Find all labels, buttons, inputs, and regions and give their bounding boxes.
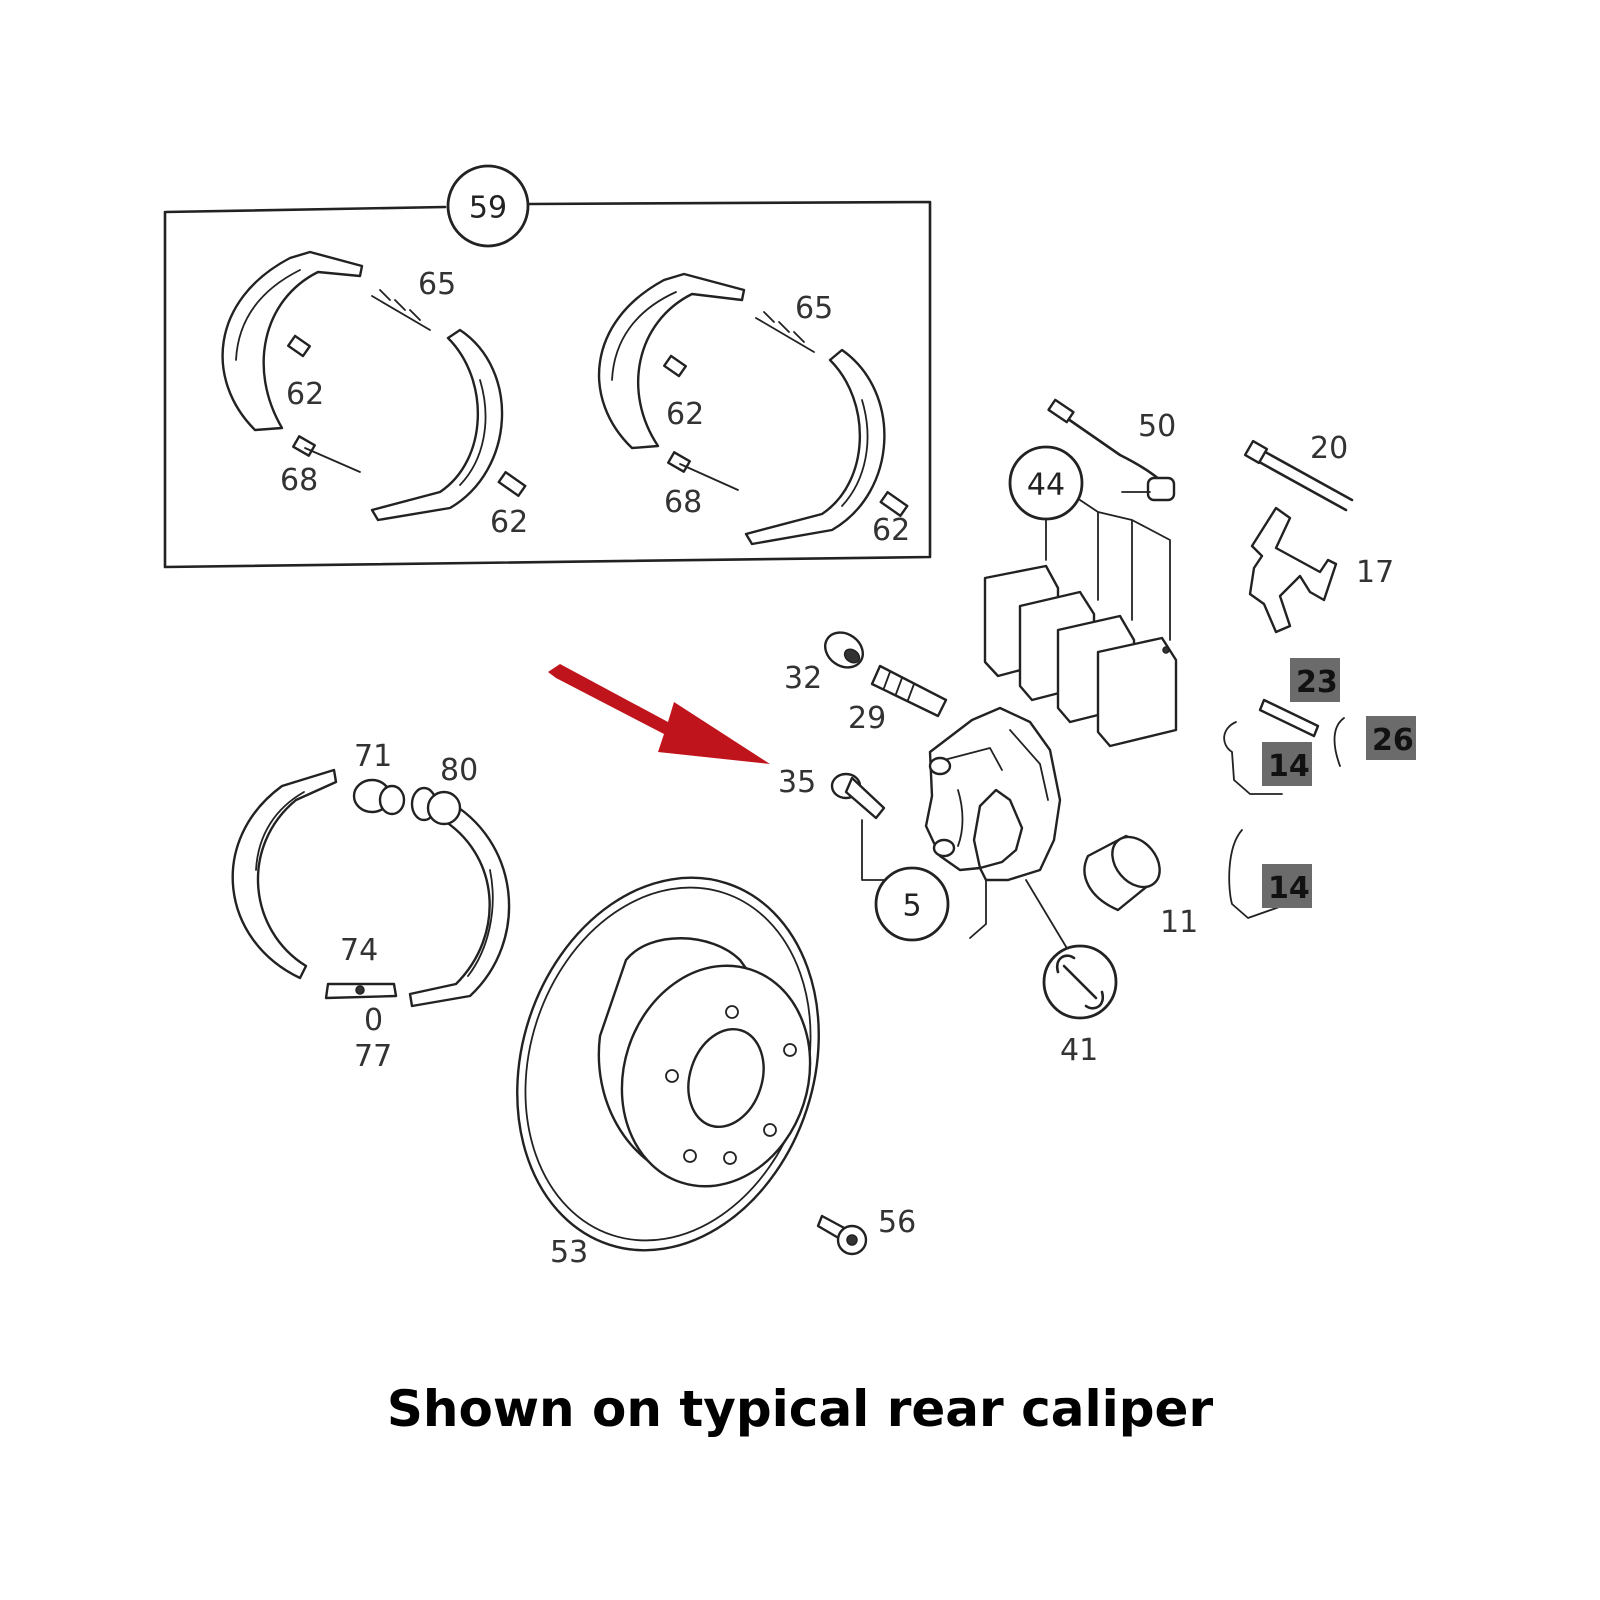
label-71: 71 bbox=[354, 739, 392, 774]
label-14-lower: 14 bbox=[1268, 871, 1310, 906]
label-50: 50 bbox=[1138, 409, 1176, 444]
label-53: 53 bbox=[550, 1235, 588, 1270]
label-68-left: 68 bbox=[280, 463, 318, 498]
label-29: 29 bbox=[848, 701, 886, 736]
label-74: 74 bbox=[340, 933, 378, 968]
label-68-right: 68 bbox=[664, 485, 702, 520]
parking-brake-shoes-left bbox=[221, 250, 527, 522]
label-65-right: 65 bbox=[795, 291, 833, 326]
highlight-14-lower bbox=[1262, 864, 1312, 908]
highlight-26 bbox=[1366, 716, 1416, 760]
label-0: 0 bbox=[364, 1003, 383, 1038]
label-23: 23 bbox=[1296, 665, 1338, 700]
callout-44 bbox=[1008, 445, 1084, 521]
label-62-left-lower: 62 bbox=[490, 505, 528, 540]
label-62-right-upper: 62 bbox=[666, 397, 704, 432]
label-62-left-upper: 62 bbox=[286, 377, 324, 412]
bleeder-cap bbox=[824, 631, 864, 669]
rear-shoes-assembly bbox=[231, 768, 511, 1008]
label-41: 41 bbox=[1060, 1033, 1098, 1068]
label-20: 20 bbox=[1310, 431, 1348, 466]
pointer-arrow bbox=[548, 664, 770, 764]
label-11: 11 bbox=[1160, 905, 1198, 940]
label-65-left: 65 bbox=[418, 267, 456, 302]
anti-rattle-spring bbox=[1248, 506, 1338, 634]
label-80: 80 bbox=[440, 753, 478, 788]
label-35: 35 bbox=[778, 765, 816, 800]
label-17: 17 bbox=[1356, 555, 1394, 590]
label-77: 77 bbox=[354, 1039, 392, 1074]
label-44: 44 bbox=[1027, 468, 1065, 503]
label-5: 5 bbox=[902, 889, 921, 924]
label-56: 56 bbox=[878, 1205, 916, 1240]
disc-screw bbox=[816, 1214, 868, 1256]
callout-59 bbox=[446, 164, 530, 248]
label-26: 26 bbox=[1372, 723, 1414, 758]
caliper-piston bbox=[1083, 834, 1161, 912]
label-14-upper: 14 bbox=[1268, 749, 1310, 784]
label-62-right-lower: 62 bbox=[872, 513, 910, 548]
highlight-14-upper bbox=[1262, 742, 1312, 786]
guide-pin bbox=[1243, 439, 1354, 512]
caliper-bolt-35 bbox=[830, 772, 886, 881]
caliper-body bbox=[924, 706, 1062, 939]
highlight-23 bbox=[1290, 658, 1340, 702]
label-59: 59 bbox=[469, 191, 507, 226]
diagram-caption: Shown on typical rear caliper bbox=[386, 1380, 1214, 1438]
pad-hardware bbox=[1223, 698, 1345, 919]
callout-5 bbox=[874, 866, 950, 942]
parking-brake-shoes-right bbox=[597, 272, 909, 546]
brake-pads: 44 bbox=[983, 445, 1178, 748]
parking-brake-kit-box: 59 65 62 68 62 bbox=[163, 164, 932, 569]
brake-disc bbox=[516, 876, 820, 1252]
wear-sensor bbox=[1047, 398, 1176, 502]
bleeder-screw bbox=[870, 664, 948, 718]
label-32: 32 bbox=[784, 661, 822, 696]
repair-kit-symbol bbox=[1025, 879, 1118, 1020]
